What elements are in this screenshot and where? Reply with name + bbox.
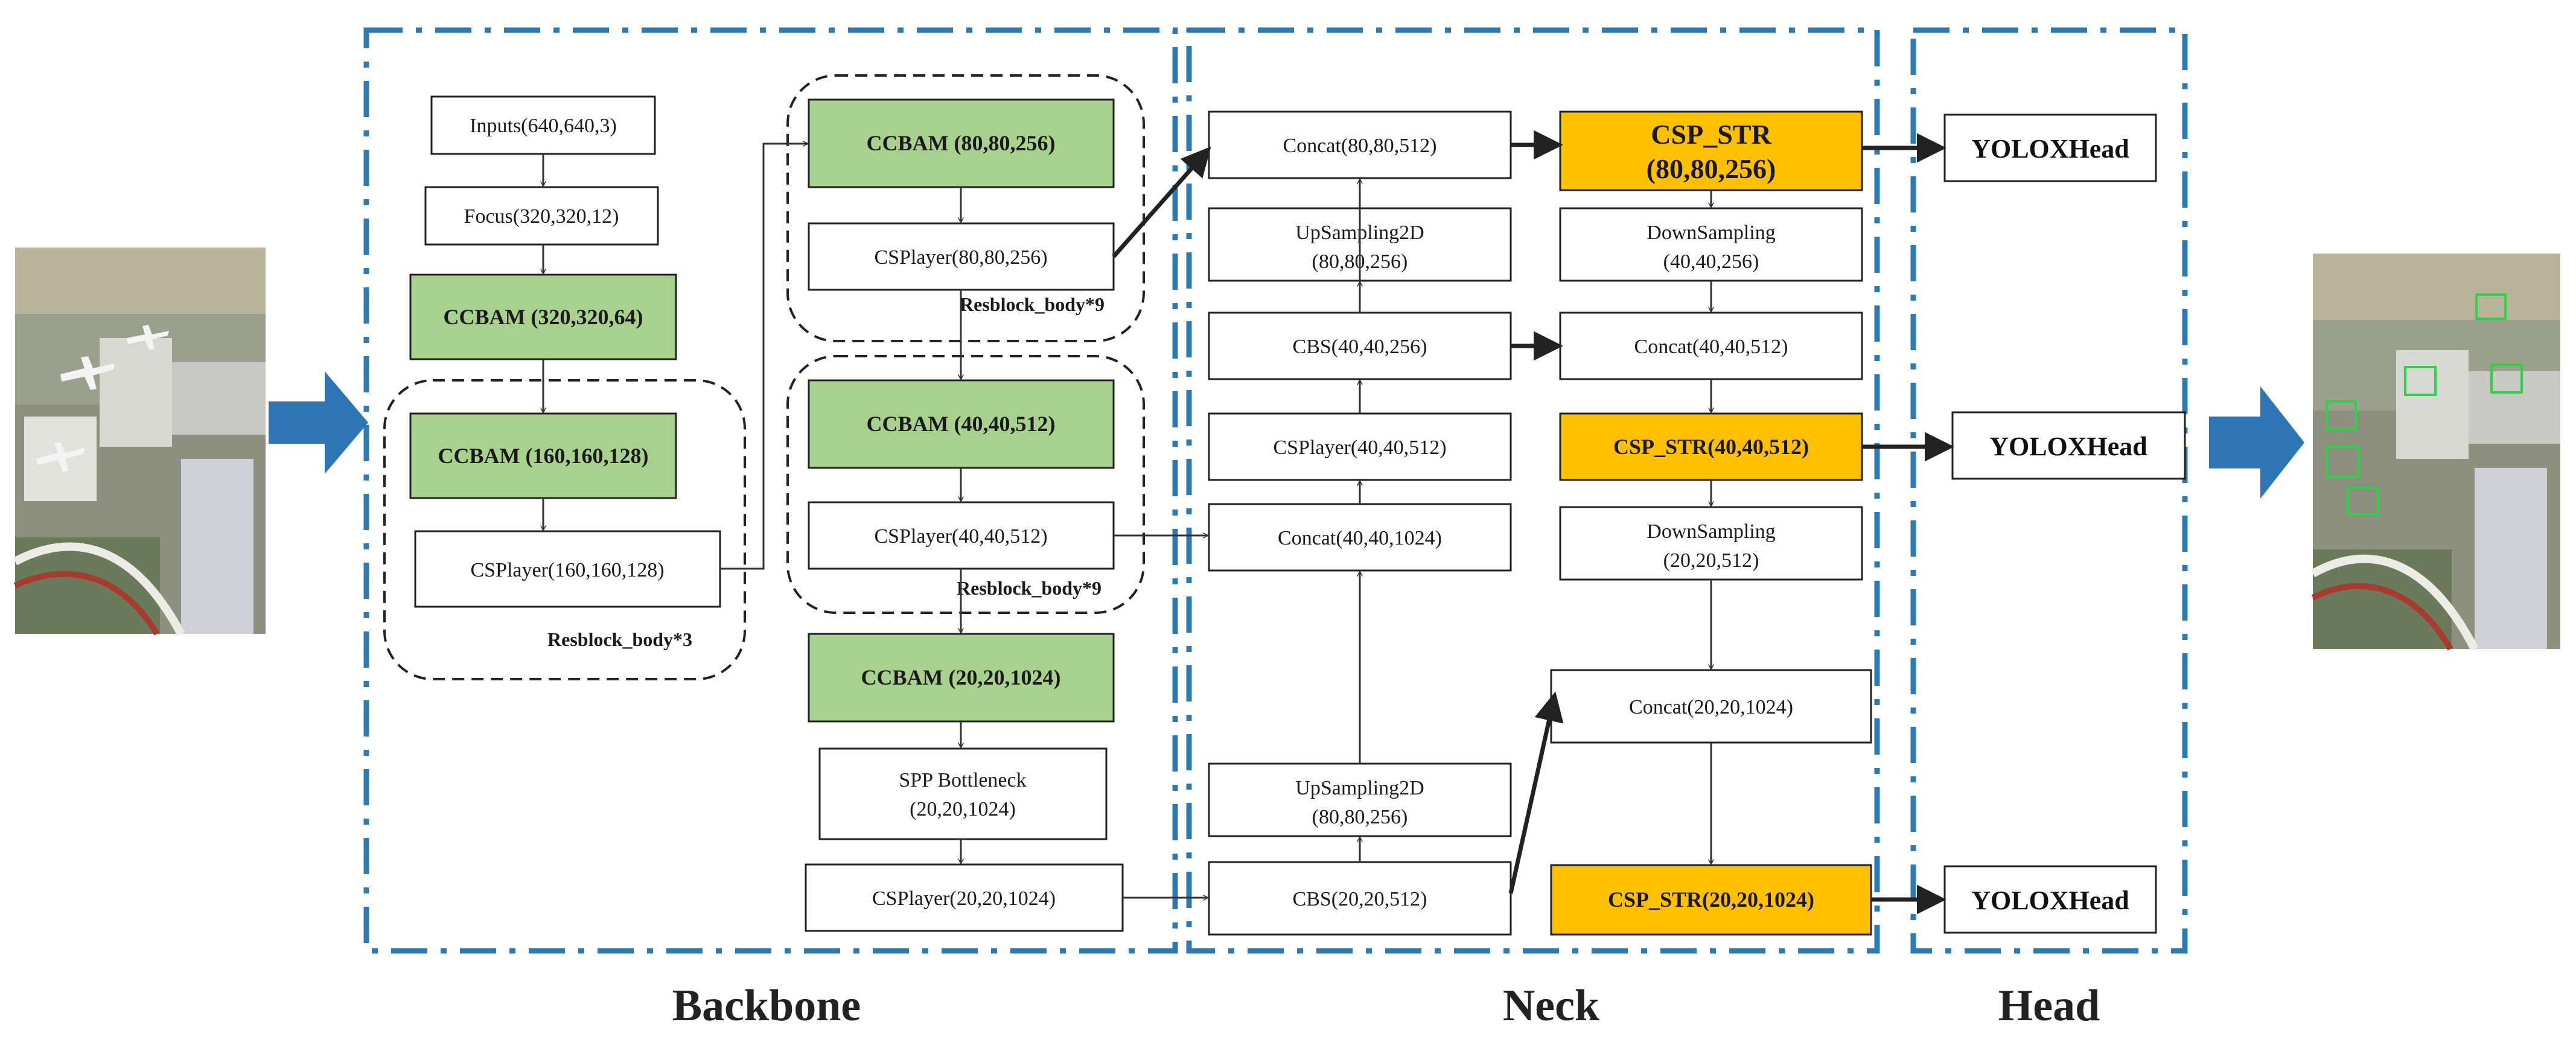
inputs-node: Inputs(640,640,3) — [470, 115, 617, 137]
resblock-group-3 — [786, 355, 1145, 614]
csp-str-node-1-line2: (80,80,256) — [1647, 153, 1776, 184]
upsampling-node-2-line2: (80,80,256) — [1312, 806, 1408, 828]
head-frame — [1910, 27, 2188, 954]
ccbam-node-2: CCBAM (160,160,128) — [438, 444, 649, 468]
concat-node-3: Concat(40,40,512) — [1634, 336, 1788, 358]
ccbam-node-5: CCBAM (20,20,1024) — [861, 665, 1061, 689]
yolox-head-2: YOLOXHead — [1989, 432, 2147, 461]
yolox-head-1: YOLOXHead — [1971, 134, 2129, 164]
ccbam-node-3: CCBAM (80,80,256) — [867, 131, 1056, 155]
csplayer-node-3: CSPlayer(40,40,512) — [874, 525, 1047, 548]
yolox-head-3: YOLOXHead — [1971, 886, 2129, 915]
section-title-neck: Neck — [1503, 981, 1600, 1031]
resblock-label-3: Resblock_body*9 — [957, 577, 1101, 599]
input-aerial-image — [13, 248, 266, 636]
backbone-frame — [363, 27, 1178, 954]
ccbam-node-4: CCBAM (40,40,512) — [867, 412, 1056, 436]
downsampling-node-1-line2: (40,40,256) — [1663, 251, 1759, 273]
backbone-connectors — [543, 144, 961, 863]
section-title-head: Head — [1998, 981, 2100, 1031]
downsampling-node-2-line2: (20,20,512) — [1663, 549, 1759, 572]
resblock-label-2: Resblock_body*9 — [960, 293, 1105, 315]
csplayer-node-2: CSPlayer(80,80,256) — [874, 246, 1047, 269]
concat-node-4: Concat(20,20,1024) — [1629, 696, 1793, 718]
upsampling-node-2-line1: UpSampling2D — [1295, 777, 1424, 799]
output-detection-image — [2310, 254, 2560, 651]
csplayer-node-5: CSPlayer(40,40,512) — [1273, 436, 1446, 459]
spp-node-line2: (20,20,1024) — [910, 798, 1016, 820]
csp-str-node-3: CSP_STR(20,20,1024) — [1608, 887, 1814, 912]
concat-node-2: Concat(40,40,1024) — [1278, 527, 1442, 549]
output-arrow-icon — [2209, 386, 2304, 499]
downsampling-node-2-line1: DownSampling — [1647, 520, 1775, 543]
ccbam-node-1: CCBAM (320,320,64) — [444, 305, 643, 329]
cbs-node-2: CBS(20,20,512) — [1293, 888, 1427, 910]
spp-node-line1: SPP Bottleneck — [899, 769, 1026, 791]
csp-str-node-1-line1: CSP_STR — [1651, 119, 1771, 150]
section-title-backbone: Backbone — [672, 981, 861, 1031]
focus-node: Focus(320,320,12) — [464, 205, 619, 228]
csplayer-node-1: CSPlayer(160,160,128) — [470, 559, 664, 581]
downsampling-node-1-line1: DownSampling — [1647, 222, 1775, 244]
csp-str-node-2: CSP_STR(40,40,512) — [1613, 435, 1809, 459]
concat-node-1: Concat(80,80,512) — [1283, 135, 1437, 157]
head-connectors — [1862, 133, 1954, 915]
input-arrow-icon — [269, 371, 368, 474]
neck-frame — [1186, 27, 1880, 954]
csplayer-node-4: CSPlayer(20,20,1024) — [872, 887, 1056, 910]
resblock-label-1: Resblock_body*3 — [547, 628, 692, 650]
cbs-node-1: CBS(40,40,256) — [1293, 336, 1427, 358]
neck-connectors — [1112, 130, 1711, 898]
